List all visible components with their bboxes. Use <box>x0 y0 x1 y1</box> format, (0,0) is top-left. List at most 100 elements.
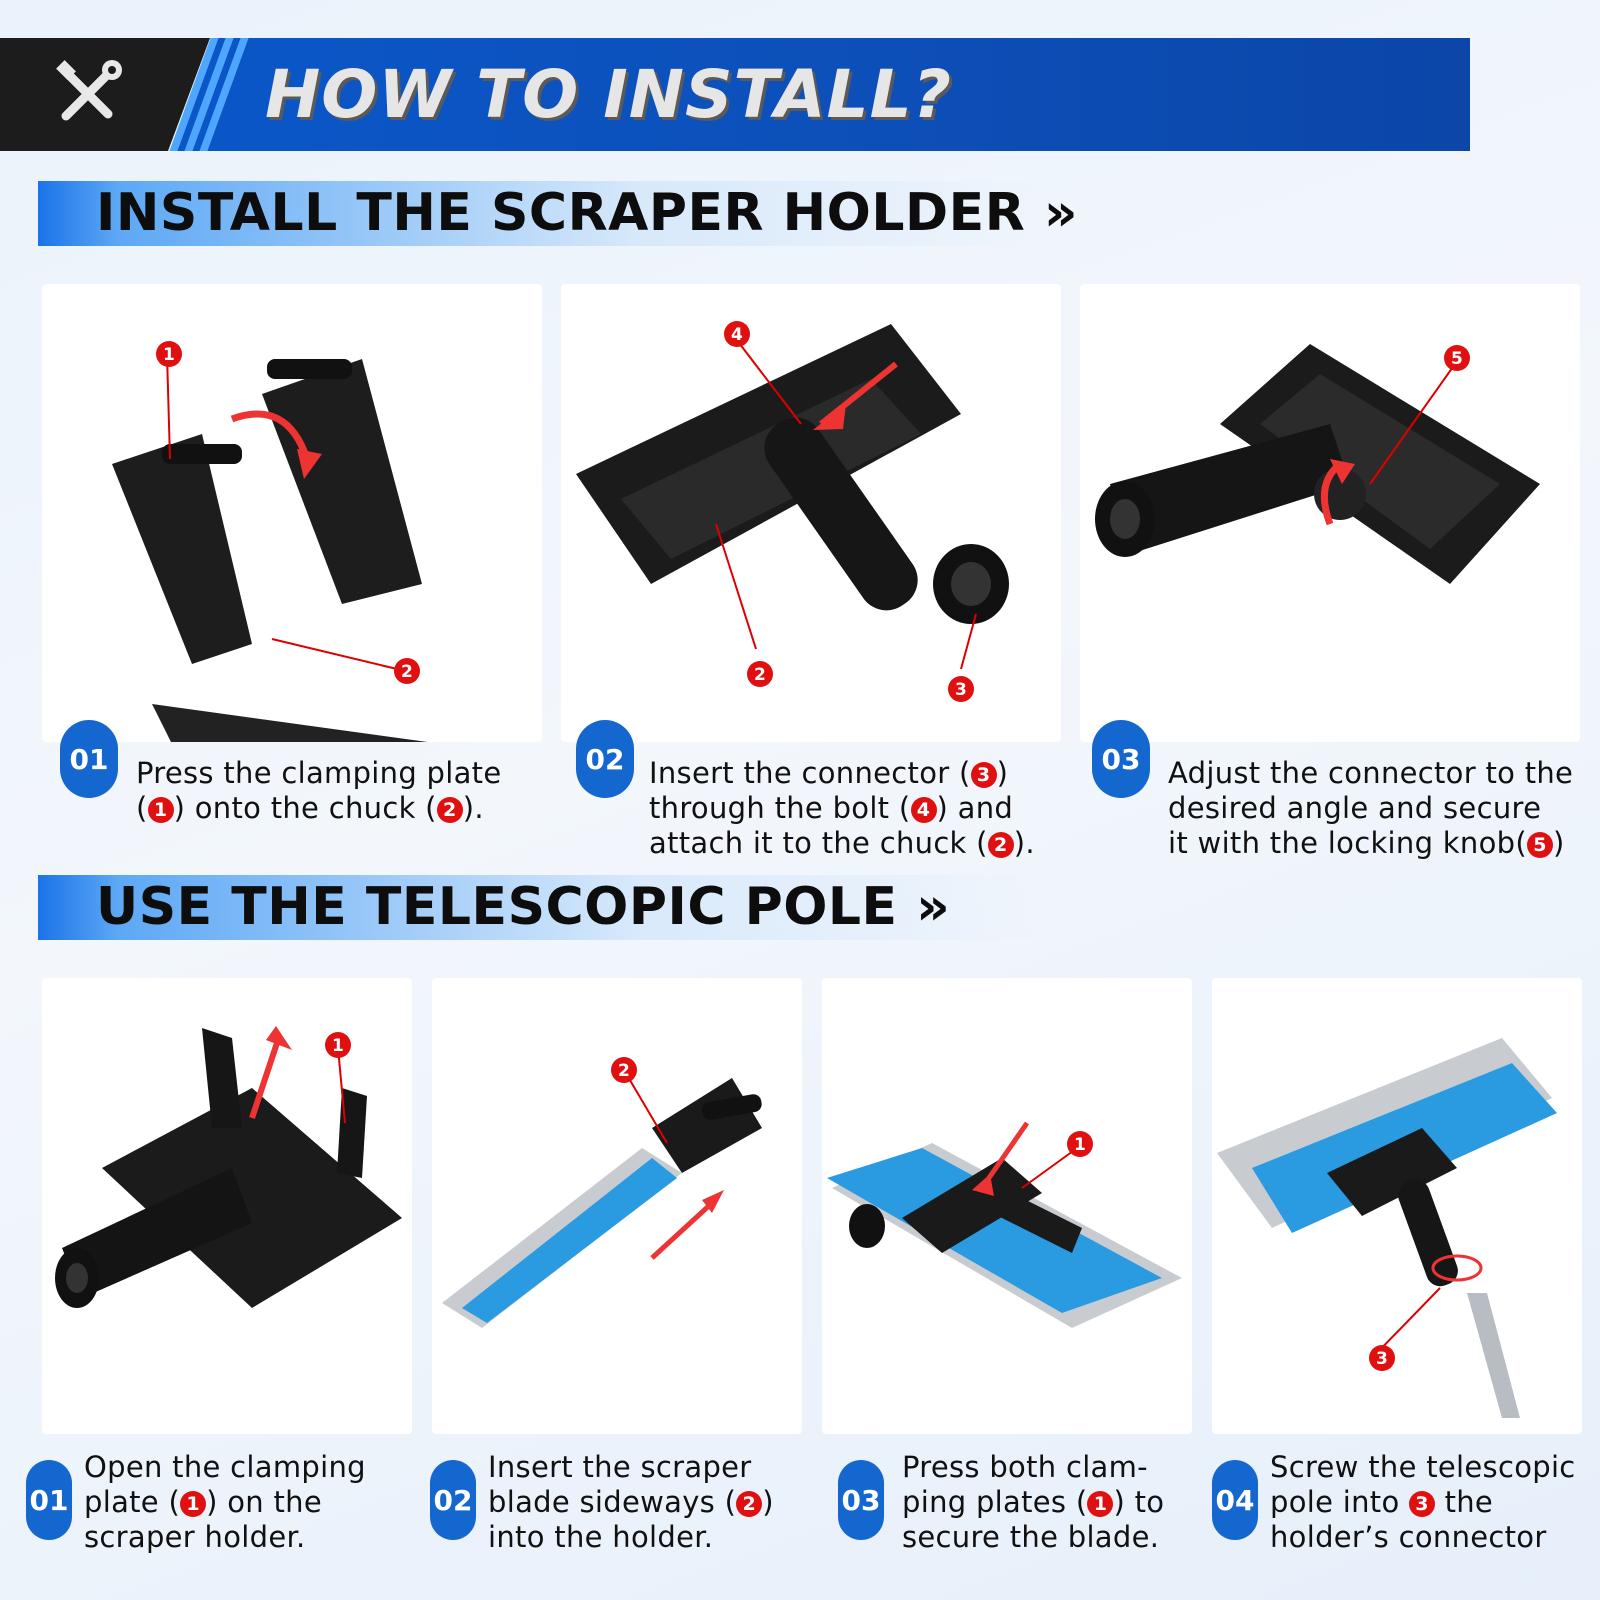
step-image-panel: 5 <box>1080 284 1580 742</box>
step-text-run: scraper holder. <box>84 1520 306 1554</box>
number-marker: 3 <box>970 762 997 788</box>
step-text-run: Press both clam- <box>902 1450 1148 1484</box>
step-line: Open the clamping <box>84 1450 414 1485</box>
press-plates-illustration <box>827 1121 1182 1328</box>
step-line: attach it to the chuck (2). <box>649 826 1069 861</box>
marker-2: 2 <box>747 661 773 687</box>
step-text-run: ) onto the chuck ( <box>173 791 437 825</box>
step-text-run: Press the clamping plate <box>136 756 502 790</box>
step-text-run: ) <box>762 1485 774 1519</box>
step-text-run: attach it to the chuck ( <box>649 826 988 860</box>
step-line: secure the blade. <box>902 1520 1202 1555</box>
step-text-run: Screw the telescopic <box>1270 1450 1576 1484</box>
banner-blue-block <box>170 38 1470 151</box>
step-badge: 02 <box>576 720 634 798</box>
marker-layer: 1 2 <box>156 341 420 684</box>
header-banner: HOW TO INSTALL? <box>0 38 1470 151</box>
svg-text:4: 4 <box>731 325 743 345</box>
step-text-run: through the bolt ( <box>649 791 911 825</box>
step-line: scraper holder. <box>84 1520 414 1555</box>
step-line: Press both clam- <box>902 1450 1202 1485</box>
step-line: plate (1) on the <box>84 1485 414 1520</box>
step-text-run: pole into <box>1270 1485 1410 1519</box>
marker-2: 2 <box>611 1057 637 1083</box>
svg-text:5: 5 <box>1451 349 1463 369</box>
step-line: Insert the scraper <box>488 1450 818 1485</box>
marker-4: 4 <box>724 321 750 347</box>
step-text-run: ) and <box>936 791 1014 825</box>
step-badge: 03 <box>838 1460 884 1540</box>
step-text-run: ) to <box>1113 1485 1165 1519</box>
number-marker: 5 <box>1526 832 1553 858</box>
step-line: into the holder. <box>488 1520 818 1555</box>
step-image-panel: 1 <box>822 978 1192 1434</box>
marker-1: 1 <box>156 341 182 367</box>
section-title-telescopic: USE THE TELESCOPIC POLE » <box>96 877 951 937</box>
marker-3: 3 <box>1369 1345 1395 1371</box>
number-marker: 3 <box>1409 1491 1436 1517</box>
marker-layer: 3 <box>1369 1345 1395 1371</box>
step-text-run: ( <box>136 791 148 825</box>
step-line: it with the locking knob(5) <box>1168 826 1598 861</box>
svg-text:2: 2 <box>401 662 413 682</box>
step-badge: 04 <box>1212 1460 1258 1540</box>
svg-text:3: 3 <box>955 680 967 700</box>
number-marker: 2 <box>736 1491 763 1517</box>
step-image-panel: 3 <box>1212 978 1582 1434</box>
step-line: (1) onto the chuck (2). <box>136 791 556 826</box>
marker-3: 3 <box>948 676 974 702</box>
step-line: Adjust the connector to the <box>1168 756 1598 791</box>
step-text-run: Adjust the connector to the <box>1168 756 1574 790</box>
section-title-install: INSTALL THE SCRAPER HOLDER » <box>96 183 1078 243</box>
step-line: Screw the telescopic <box>1270 1450 1600 1485</box>
step-image-panel: 2 <box>432 978 802 1434</box>
step-badge: 03 <box>1092 720 1150 798</box>
step-text-run: secure the blade. <box>902 1520 1160 1554</box>
clamp-plate-illustration <box>112 353 428 742</box>
connector-bolt-illustration <box>576 324 1009 670</box>
svg-text:2: 2 <box>754 665 766 685</box>
number-marker: 1 <box>147 797 174 823</box>
step-image-panel: 1 2 <box>42 284 542 742</box>
svg-text:1: 1 <box>1074 1135 1086 1155</box>
step-text-run: ). <box>462 791 484 825</box>
step-text-run: the <box>1435 1485 1494 1519</box>
screw-pole-illustration <box>1217 1038 1557 1418</box>
step-badge: 02 <box>430 1460 476 1540</box>
step-badge: 01 <box>26 1460 72 1540</box>
number-marker: 1 <box>180 1491 207 1517</box>
svg-text:1: 1 <box>332 1036 344 1056</box>
step-description: Insert the connector (3) through the bolt… <box>649 756 1069 861</box>
step-text-run: Insert the scraper <box>488 1450 752 1484</box>
step-text-run: ping plates ( <box>902 1485 1088 1519</box>
step-text-run: ) on the <box>206 1485 322 1519</box>
step-image-panel: 4 2 3 <box>561 284 1061 742</box>
svg-text:2: 2 <box>618 1061 630 1081</box>
step-text-run: ). <box>1013 826 1035 860</box>
step-text-run: Open the clamping <box>84 1450 366 1484</box>
marker-layer: 2 <box>611 1057 637 1083</box>
step-image-panel: 1 <box>42 978 412 1434</box>
number-marker: 2 <box>436 797 463 823</box>
marker-layer: 4 2 3 <box>724 321 974 702</box>
tools-icon <box>56 60 122 121</box>
step-line: blade sideways (2) <box>488 1485 818 1520</box>
svg-text:3: 3 <box>1376 1349 1388 1369</box>
step-text-run: ) <box>996 756 1009 790</box>
marker-5: 5 <box>1444 345 1470 371</box>
step-text-run: Insert the connector ( <box>649 756 971 790</box>
locking-knob-illustration <box>1095 344 1540 584</box>
number-marker: 4 <box>910 797 937 823</box>
marker-1: 1 <box>325 1032 351 1058</box>
marker-layer: 1 <box>325 1032 351 1058</box>
step-line: pole into 3 the <box>1270 1485 1600 1520</box>
step-line: Press the clamping plate <box>136 756 556 791</box>
number-marker: 1 <box>1087 1491 1114 1517</box>
open-plate-illustration <box>55 1026 402 1308</box>
marker-layer: 5 <box>1444 345 1470 371</box>
step-text-run: ) <box>1552 826 1565 860</box>
